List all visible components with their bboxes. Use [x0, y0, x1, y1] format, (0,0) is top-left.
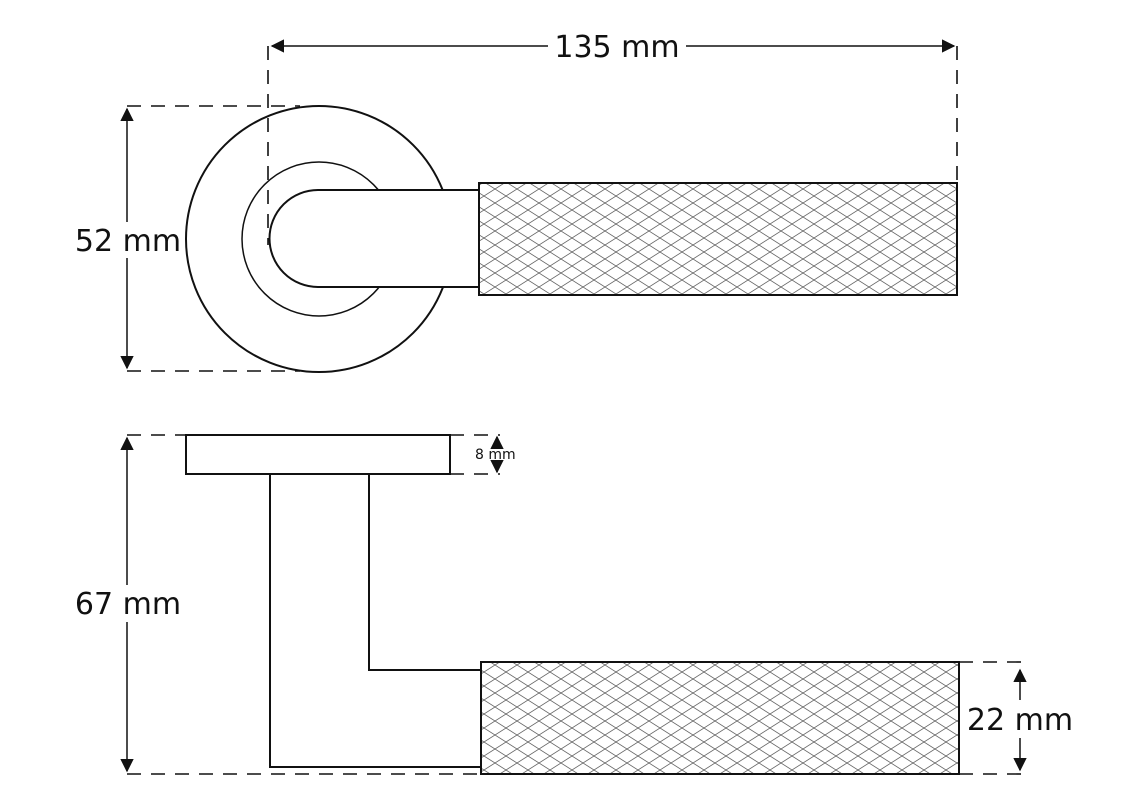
knurled-grip-top: [478, 182, 958, 296]
dimension-rose-diameter: 52 mm: [75, 105, 300, 372]
projection-label: 67 mm: [75, 587, 181, 622]
side-view: [185, 434, 960, 775]
dimension-length: 135 mm: [267, 30, 958, 245]
length-label: 135 mm: [554, 30, 679, 65]
rose-thickness-label: 8 mm: [475, 447, 516, 463]
dimension-grip-diameter: 22 mm: [959, 661, 1073, 775]
grip-diameter-label: 22 mm: [967, 703, 1073, 738]
knurled-grip-side: [480, 661, 960, 775]
dimension-projection: 67 mm: [75, 434, 481, 775]
lever-body: [269, 474, 481, 768]
rose-plate: [185, 434, 451, 475]
top-view: [185, 105, 958, 373]
rose-diameter-label: 52 mm: [75, 224, 181, 259]
lever-neck: [268, 189, 478, 288]
dimension-rose-thickness: 8 mm: [450, 434, 516, 475]
